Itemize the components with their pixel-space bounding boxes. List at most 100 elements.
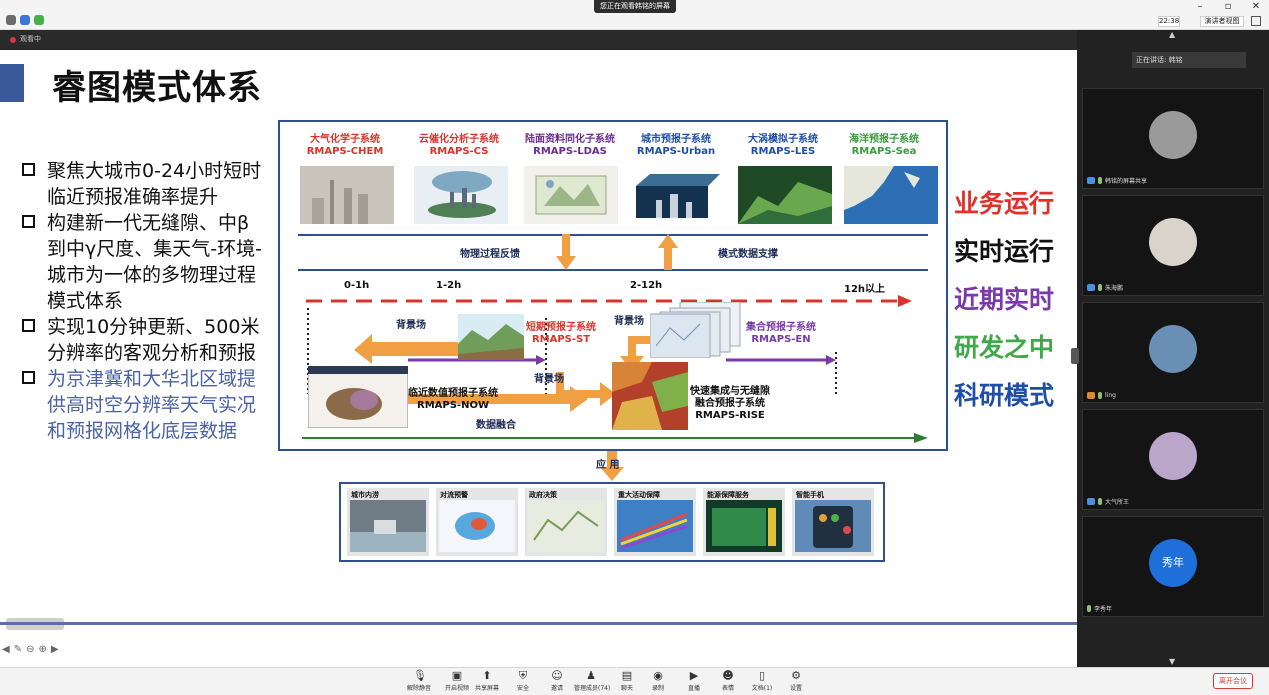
tool-label: 聊天 — [620, 685, 633, 692]
tool-label: 设置 — [789, 685, 802, 692]
mute-button[interactable]: 🎙 解除静音 — [402, 670, 436, 692]
participant-name-text: 朱海鹏 — [1105, 285, 1124, 292]
avatar-text — [1149, 325, 1197, 373]
application-label: 对流预警 — [440, 491, 468, 499]
minimize-icon[interactable]: – — [1197, 1, 1203, 12]
share-screen-button[interactable]: ⬆ 共享屏幕 — [470, 670, 504, 692]
application-item: 政府决策 — [525, 488, 607, 556]
bullet-list: 聚焦大城市0-24小时短时临近预报准确率提升 构建新一代无缝隙、中β到中γ尺度、… — [22, 158, 272, 444]
application-label: 重大活动保障 — [618, 491, 660, 499]
bullet-item: 实现10分钟更新、500米分辨率的客观分析和预报 — [22, 314, 272, 366]
slide-divider — [0, 622, 1077, 625]
pen-icon[interactable]: ✎ — [13, 644, 23, 655]
close-icon[interactable]: ✕ — [1251, 1, 1261, 12]
record-button[interactable]: ◉ 录制 — [641, 670, 675, 692]
fullscreen-icon[interactable] — [1251, 16, 1261, 26]
tool-label: 直播 — [687, 685, 700, 692]
participant-name-text: 韩铭的屏幕共享 — [1105, 178, 1148, 185]
live-icon: ▶ — [689, 669, 699, 682]
maximize-icon[interactable]: ▫ — [1224, 1, 1232, 12]
info-icon[interactable] — [6, 15, 16, 25]
live-button[interactable]: ▶ 直播 — [677, 670, 711, 692]
zoom-in-icon[interactable]: ⊕ — [38, 644, 47, 655]
zoom-out-icon[interactable]: ⊖ — [26, 644, 35, 655]
bullet-text: 实现10分钟更新、500米分辨率的客观分析和预报 — [47, 316, 260, 364]
prev-slide-icon[interactable]: ◀ — [2, 644, 10, 655]
scroll-up-icon[interactable]: ▲ — [1169, 30, 1176, 39]
emoji-button[interactable]: ☻ 表情 — [711, 670, 745, 692]
participant-tile[interactable]: 韩铭的屏幕共享 — [1082, 88, 1264, 189]
person-icon — [1087, 498, 1095, 505]
avatar: 秀年 — [1149, 539, 1197, 587]
application-label: 政府决策 — [529, 491, 557, 499]
feedback-arrow-icon — [556, 234, 576, 270]
chat-button[interactable]: ▤ 聊天 — [610, 670, 644, 692]
scroll-down-icon[interactable]: ▼ — [1169, 657, 1176, 666]
presenter-strip: 观看中 — [0, 30, 1077, 50]
title-accent-bar — [0, 64, 24, 102]
invite-icon: ☺ — [551, 669, 563, 682]
status-word: 科研模式 — [954, 381, 1055, 410]
person-icon — [1087, 177, 1095, 184]
share-icon: ⬆ — [482, 669, 492, 682]
meeting-clock: 22:38 — [1158, 16, 1180, 27]
flood-image — [350, 500, 426, 552]
share-banner[interactable]: 您正在观看韩铭的屏幕 — [594, 0, 676, 13]
invite-button[interactable]: ☺ 邀请 — [540, 670, 574, 692]
members-button[interactable]: ♟ 管理成员(74) — [574, 670, 610, 692]
signal-icon[interactable] — [34, 15, 44, 25]
participant-tile[interactable]: ling — [1082, 302, 1264, 403]
person-icon — [1087, 392, 1095, 399]
decision-image — [528, 500, 604, 552]
panel-collapse-icon[interactable] — [1071, 348, 1079, 364]
st-label: 短期预报子系统 RMAPS-ST — [526, 322, 596, 346]
now-to-rise-arrow-icon — [374, 386, 588, 412]
application-label: 智能手机 — [796, 491, 824, 499]
security-button[interactable]: ⛨ 安全 — [506, 670, 540, 692]
participant-tile[interactable]: 大气所王 — [1082, 409, 1264, 510]
smartphone-image — [795, 500, 871, 552]
avatar — [1149, 111, 1197, 159]
time-label: 2-12h — [630, 280, 663, 291]
participant-name-text: 李秀年 — [1094, 606, 1113, 613]
tool-label: 共享屏幕 — [474, 685, 499, 692]
video-button[interactable]: ▣ 开启视频 — [440, 670, 474, 692]
time-label: 12h以上 — [844, 284, 886, 295]
en-cn: 集合预报子系统 — [746, 322, 816, 333]
subsystem-cn: 云催化分析子系统 — [419, 134, 499, 145]
bullet-marker-icon — [22, 163, 35, 176]
docs-button[interactable]: ▯ 文档(1) — [745, 670, 779, 692]
tool-label: 表情 — [721, 685, 734, 692]
ensemble-thumbnails — [650, 302, 741, 358]
shield-icon: ⛨ — [518, 669, 528, 682]
now-model-thumbnail — [308, 366, 408, 428]
bullet-item: 为京津冀和大华北区域提供高时空分辨率天气实况和预报网格化底层数据 — [22, 366, 272, 444]
rise-line1: 快速集成与无缝隙 — [690, 386, 770, 397]
bullet-marker-icon — [22, 371, 35, 384]
next-slide-icon[interactable]: ▶ — [50, 644, 59, 655]
chem-thumbnail — [300, 166, 394, 224]
application-item: 城市内涝 — [347, 488, 429, 556]
participant-tile[interactable]: 朱海鹏 — [1082, 195, 1264, 296]
status-word: 近期实时 — [954, 285, 1055, 314]
bullet-marker-icon — [22, 215, 35, 228]
speaking-indicator: 正在讲话: 韩铭 — [1132, 52, 1246, 68]
participant-panel: ▲ 正在讲话: 韩铭 韩铭的屏幕共享 朱海鹏 — [1071, 30, 1269, 667]
participant-tile[interactable]: 秀年 李秀年 — [1082, 516, 1264, 617]
subsystem-label: 大涡模拟子系统 RMAPS-LES — [728, 134, 838, 158]
shared-slide: 睿图模式体系 聚焦大城市0-24小时短时临近预报准确率提升 构建新一代无缝隙、中… — [0, 50, 1077, 660]
leave-meeting-button[interactable]: 离开会议 — [1213, 673, 1253, 689]
data-fusion-label: 数据融合 — [476, 420, 516, 431]
urban-thumbnail — [626, 166, 720, 224]
sea-thumbnail — [844, 166, 938, 224]
participant-name: 韩铭的屏幕共享 — [1087, 176, 1147, 185]
les-thumbnail — [738, 166, 832, 224]
settings-button[interactable]: ⚙ 设置 — [779, 670, 813, 692]
subsystem-cn: 大气化学子系统 — [310, 134, 380, 145]
subsystem-en: RMAPS-CHEM — [306, 146, 384, 157]
layout-button[interactable]: 演讲者视图 — [1200, 16, 1244, 27]
participant-name: 大气所王 — [1087, 497, 1129, 506]
shield-icon[interactable] — [20, 15, 30, 25]
participant-name: 李秀年 — [1087, 604, 1112, 613]
